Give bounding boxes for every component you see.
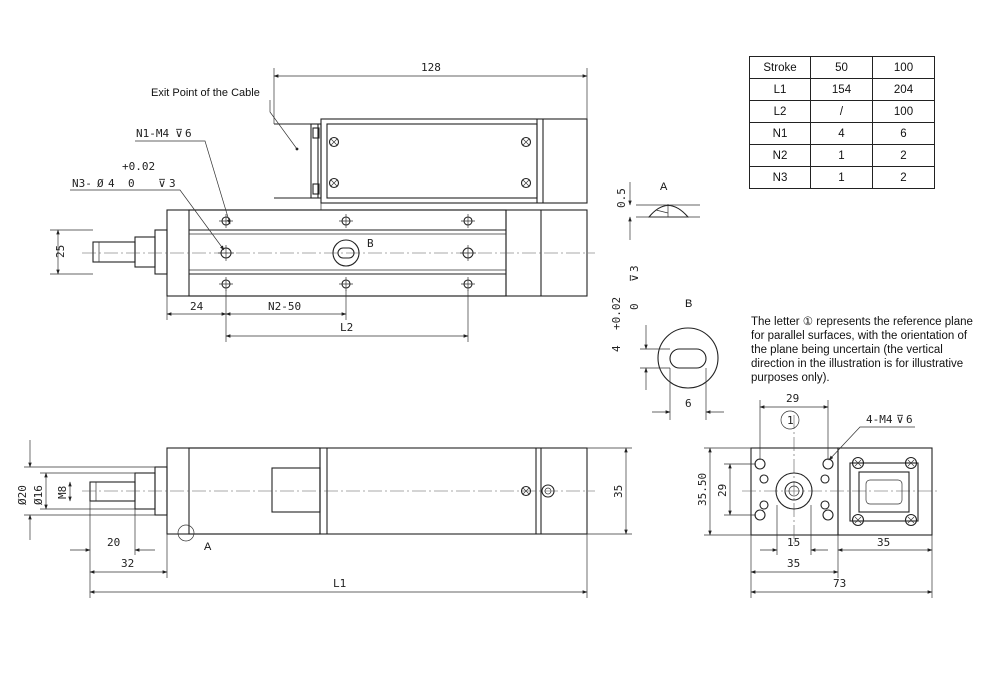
ref-circle-label: 1 [787, 414, 794, 427]
side-view: A Ø20 Ø16 M8 20 32 L1 35 [16, 440, 632, 598]
table-cell: N1 [749, 122, 811, 145]
dim-35-side: 35 [612, 485, 625, 498]
dim-b-tol-up: +0.02 [610, 297, 623, 330]
dim-l2: L2 [340, 321, 353, 334]
n3-spec: N3- [72, 177, 92, 190]
dim-0-5: 0.5 [615, 188, 628, 208]
dim-d16: Ø16 [32, 485, 45, 505]
table-cell: L1 [749, 78, 811, 101]
diameter-icon: Ø [97, 177, 104, 190]
table-cell: 1 [810, 144, 873, 167]
dim-20: 20 [107, 536, 120, 549]
table-cell: 2 [872, 166, 935, 189]
dim-35-50: 35.50 [696, 473, 709, 506]
table-row: N1 4 6 [749, 122, 935, 145]
n1-spec: N1-M4 [136, 127, 169, 140]
detail-a: A 0.5 [615, 181, 700, 240]
dim-29-side: 29 [716, 484, 729, 497]
table-cell: Stroke [749, 56, 811, 79]
screw-icon [520, 484, 555, 498]
depth-icon: ⊽ [158, 177, 166, 190]
table-cell: / [810, 100, 873, 123]
detail-b: B 4 +0.02 0 ⊽ 3 6 [610, 265, 724, 420]
depth-icon: ⊽ [175, 127, 183, 140]
slot-hole-b-icon [332, 239, 360, 267]
table-cell: 2 [872, 144, 935, 167]
table-cell: L2 [749, 100, 811, 123]
dim-29-top: 29 [786, 392, 799, 405]
dim-35-bottom: 35 [787, 557, 800, 570]
holes-4m4: 4-M4 [866, 413, 893, 426]
mounting-hole-icon [218, 214, 476, 291]
dim-b-depth: 3 [628, 265, 641, 272]
dim-15: 15 [787, 536, 800, 549]
stroke-spec-table: Stroke 50 100 L1 154 204 L2 / 100 N1 4 6… [749, 56, 935, 189]
dim-25: 25 [54, 245, 67, 258]
dim-n2: N2-50 [268, 300, 301, 313]
table-cell: 1 [810, 166, 873, 189]
table-row: L1 154 204 [749, 78, 935, 101]
dim-32: 32 [121, 557, 134, 570]
dim-d20: Ø20 [16, 485, 29, 505]
depth-icon: ⊽ [896, 413, 904, 426]
table-cell: 50 [810, 56, 873, 79]
dim-b-6: 6 [685, 397, 692, 410]
holes-4m4-depth: 6 [906, 413, 913, 426]
view-a-ref: A [204, 541, 212, 553]
top-view: B 128 Exit Point of the Cable N1-M4 ⊽ 6 … [50, 61, 595, 342]
exit-point-label: Exit Point of the Cable [151, 87, 260, 99]
dim-b-4: 4 [610, 345, 623, 352]
table-cell: 154 [810, 78, 873, 101]
table-cell: N3 [749, 166, 811, 189]
table-cell: 100 [872, 56, 935, 79]
screw-icon [328, 136, 532, 189]
n3-depth: 3 [169, 177, 176, 190]
dim-m8: M8 [56, 486, 69, 499]
table-row: Stroke 50 100 [749, 56, 935, 79]
table-row: N3 1 2 [749, 166, 935, 189]
table-cell: 100 [872, 100, 935, 123]
dim-73: 73 [833, 577, 846, 590]
table-cell: 204 [872, 78, 935, 101]
table-cell: 6 [872, 122, 935, 145]
view-b-ref: B [367, 237, 374, 250]
table-row: N2 1 2 [749, 144, 935, 167]
n3-tol-low: 0 [128, 177, 135, 190]
n3-tol-up: +0.02 [122, 160, 155, 173]
table-cell: N2 [749, 144, 811, 167]
detail-a-title: A [660, 181, 668, 193]
dim-35-right: 35 [877, 536, 890, 549]
end-view: 1 4-M4 ⊽ 6 29 35.50 29 15 35 35 [696, 392, 940, 598]
n3-dia: 4 [108, 177, 115, 190]
table-cell: 4 [810, 122, 873, 145]
screw-icon [851, 456, 918, 527]
dim-b-tol-low: 0 [628, 303, 641, 310]
dim-l1: L1 [333, 577, 346, 590]
detail-b-title: B [685, 298, 692, 310]
table-row: L2 / 100 [749, 100, 935, 123]
n1-depth: 6 [185, 127, 192, 140]
dim-128: 128 [421, 61, 441, 74]
dim-24: 24 [190, 300, 204, 313]
depth-icon: ⊽ [628, 274, 641, 282]
reference-plane-note: The letter ① represents the reference pl… [751, 316, 973, 384]
